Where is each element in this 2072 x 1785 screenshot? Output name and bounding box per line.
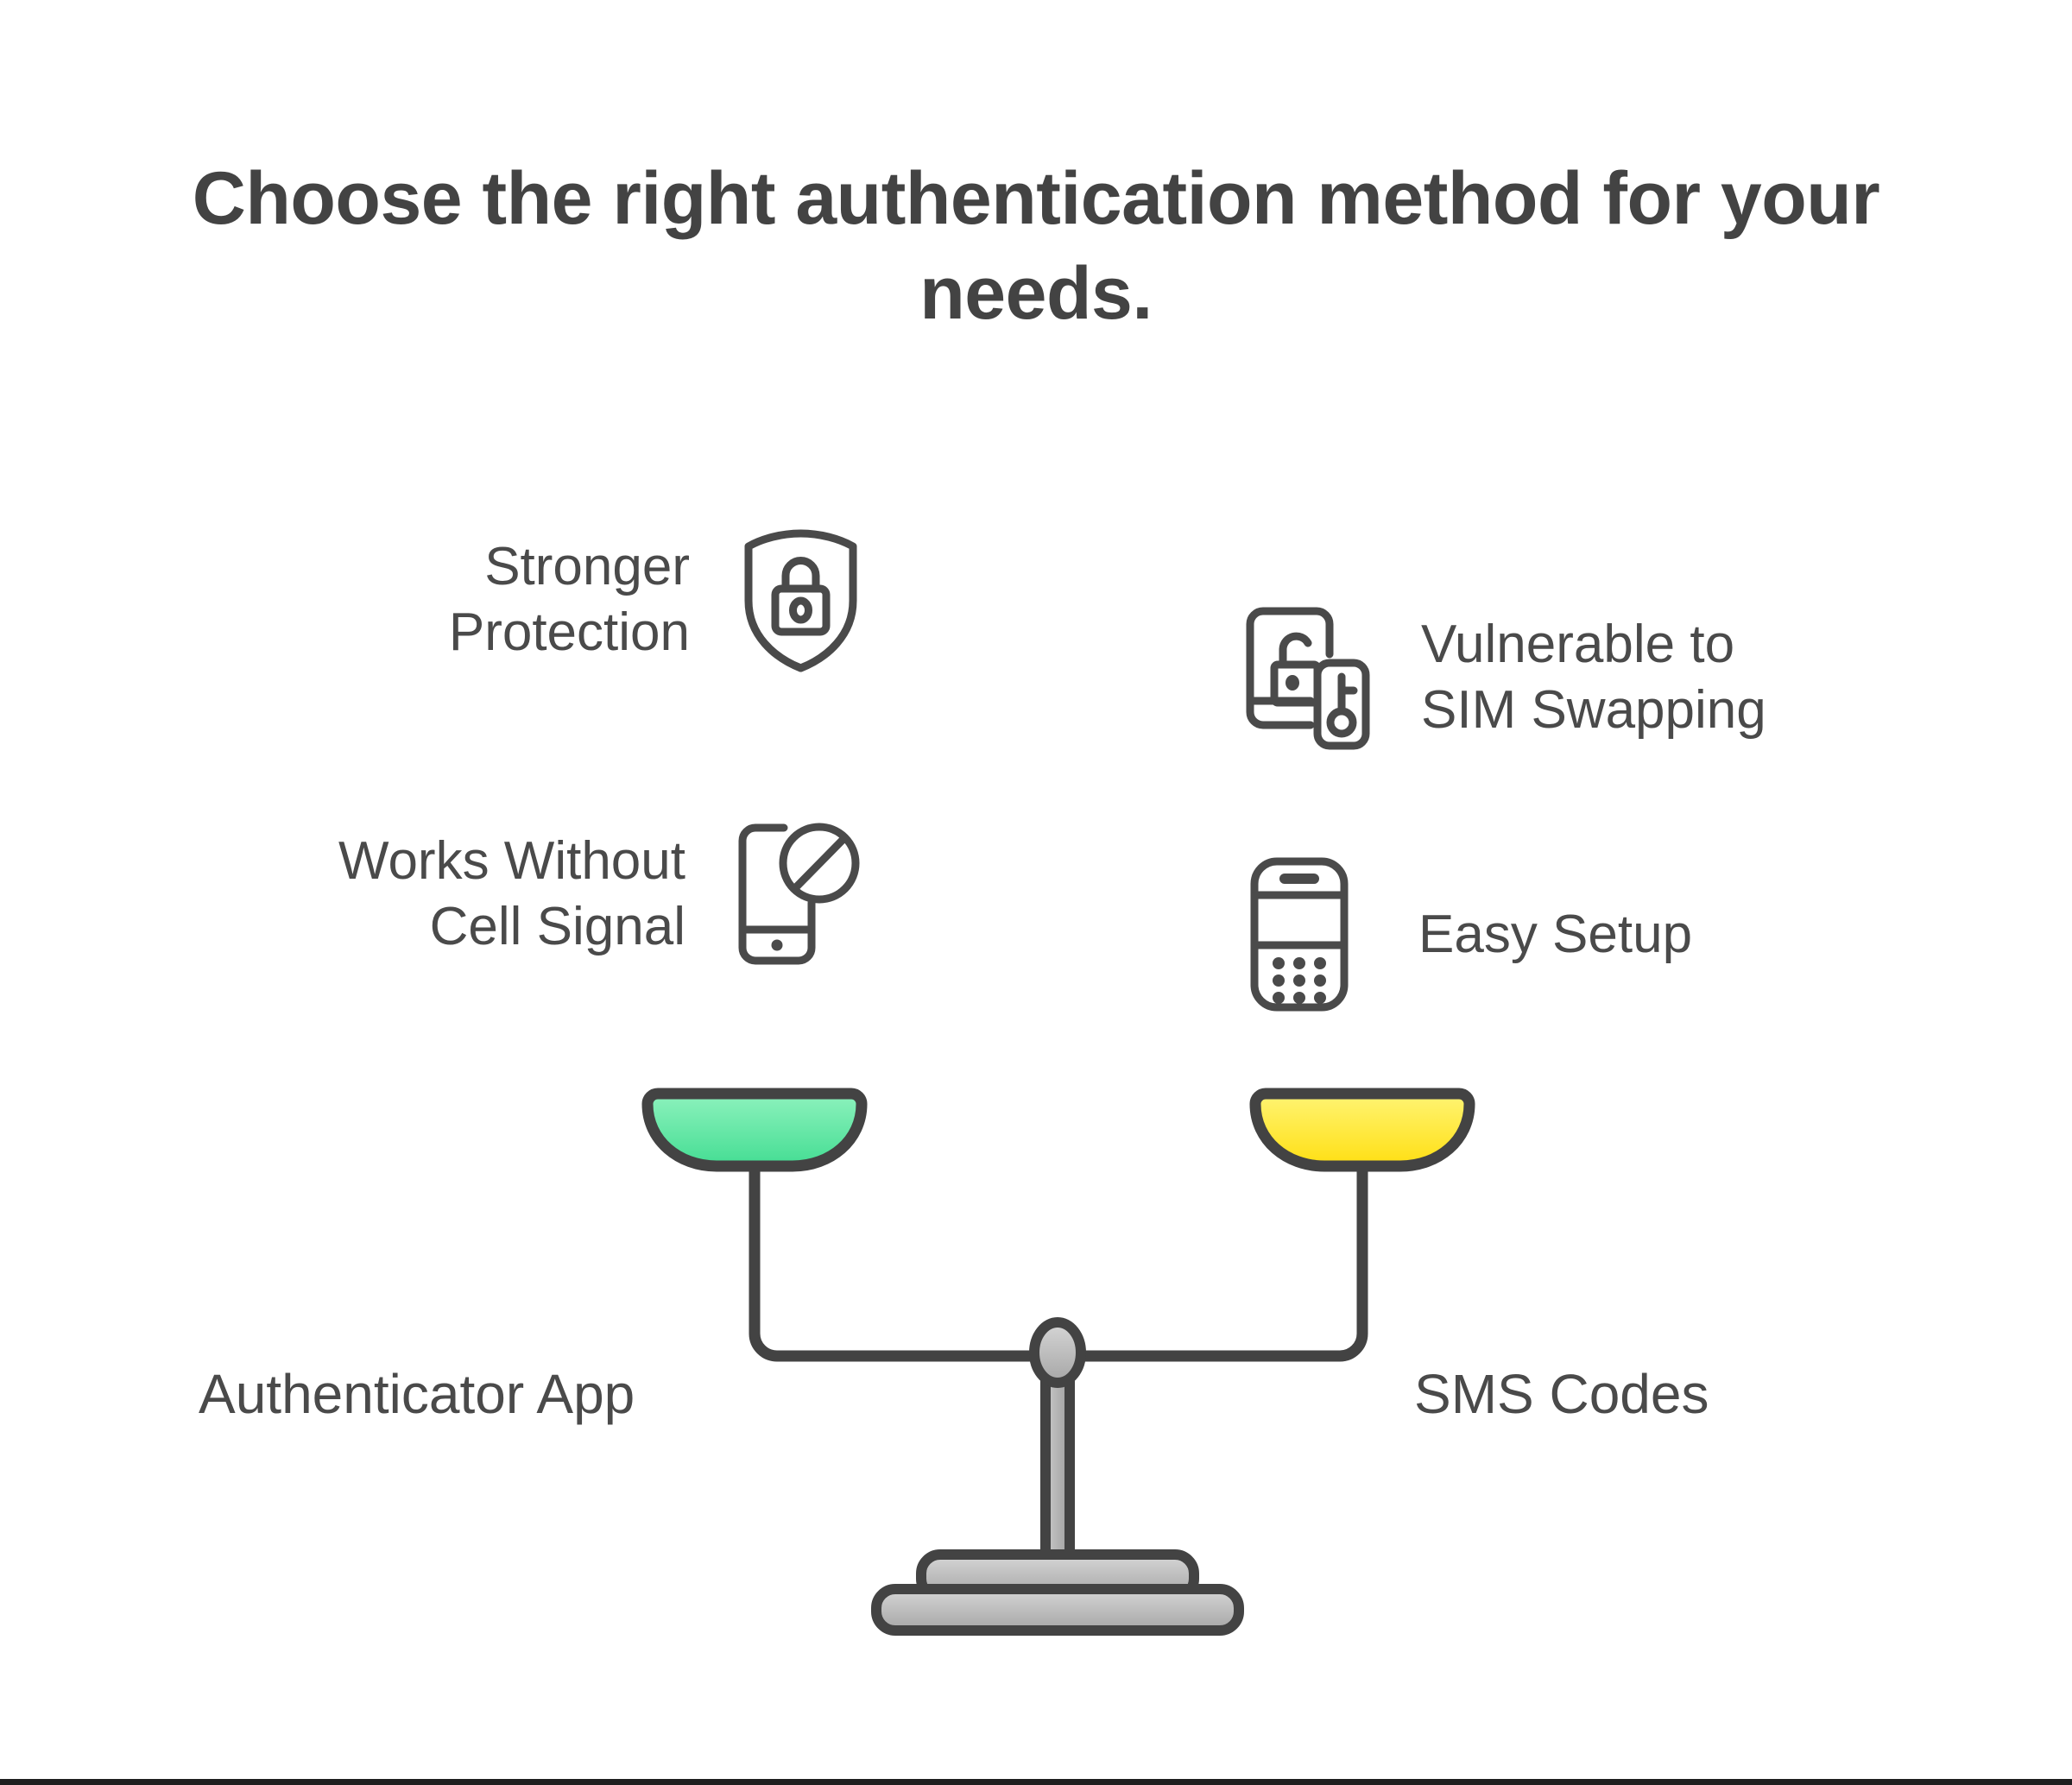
scale-pivot	[1029, 1317, 1086, 1388]
label-sms-codes: SMS Codes	[1414, 1363, 1709, 1425]
feature-label-easy-setup: Easy Setup	[1418, 904, 1693, 964]
feature-label-works-without-cell-signal: Works Without Cell Signal	[338, 831, 685, 956]
scale-pan-right	[1249, 1088, 1475, 1172]
phone-no-signal-icon	[738, 823, 860, 965]
feature-stronger-protection: Stronger Protection	[224, 527, 863, 673]
bottom-strip	[0, 1779, 2072, 1785]
label-authenticator-app: Authenticator App	[199, 1363, 635, 1425]
feature-works-without-cell-signal: Works Without Cell Signal	[95, 820, 863, 968]
balance-scale-graphic	[641, 1088, 1475, 1636]
card-unlocked-phone-key-icon	[1246, 607, 1370, 750]
feature-phone-keypad-icon	[1250, 857, 1349, 1012]
feature-label-vulnerable-to-sim-swapping: Vulnerable to SIM Swapping	[1421, 615, 1766, 740]
shield-lock-icon	[744, 529, 857, 672]
feature-vulnerable-to-sim-swapping: Vulnerable to SIM Swapping	[1243, 604, 1951, 751]
page-title: Choose the right authentication method f…	[192, 157, 1880, 336]
feature-easy-setup: Easy Setup	[1248, 855, 1938, 1014]
scale-pan-left	[641, 1088, 868, 1172]
scale-base-lower	[871, 1584, 1244, 1636]
feature-label-stronger-protection: Stronger Protection	[448, 537, 690, 662]
